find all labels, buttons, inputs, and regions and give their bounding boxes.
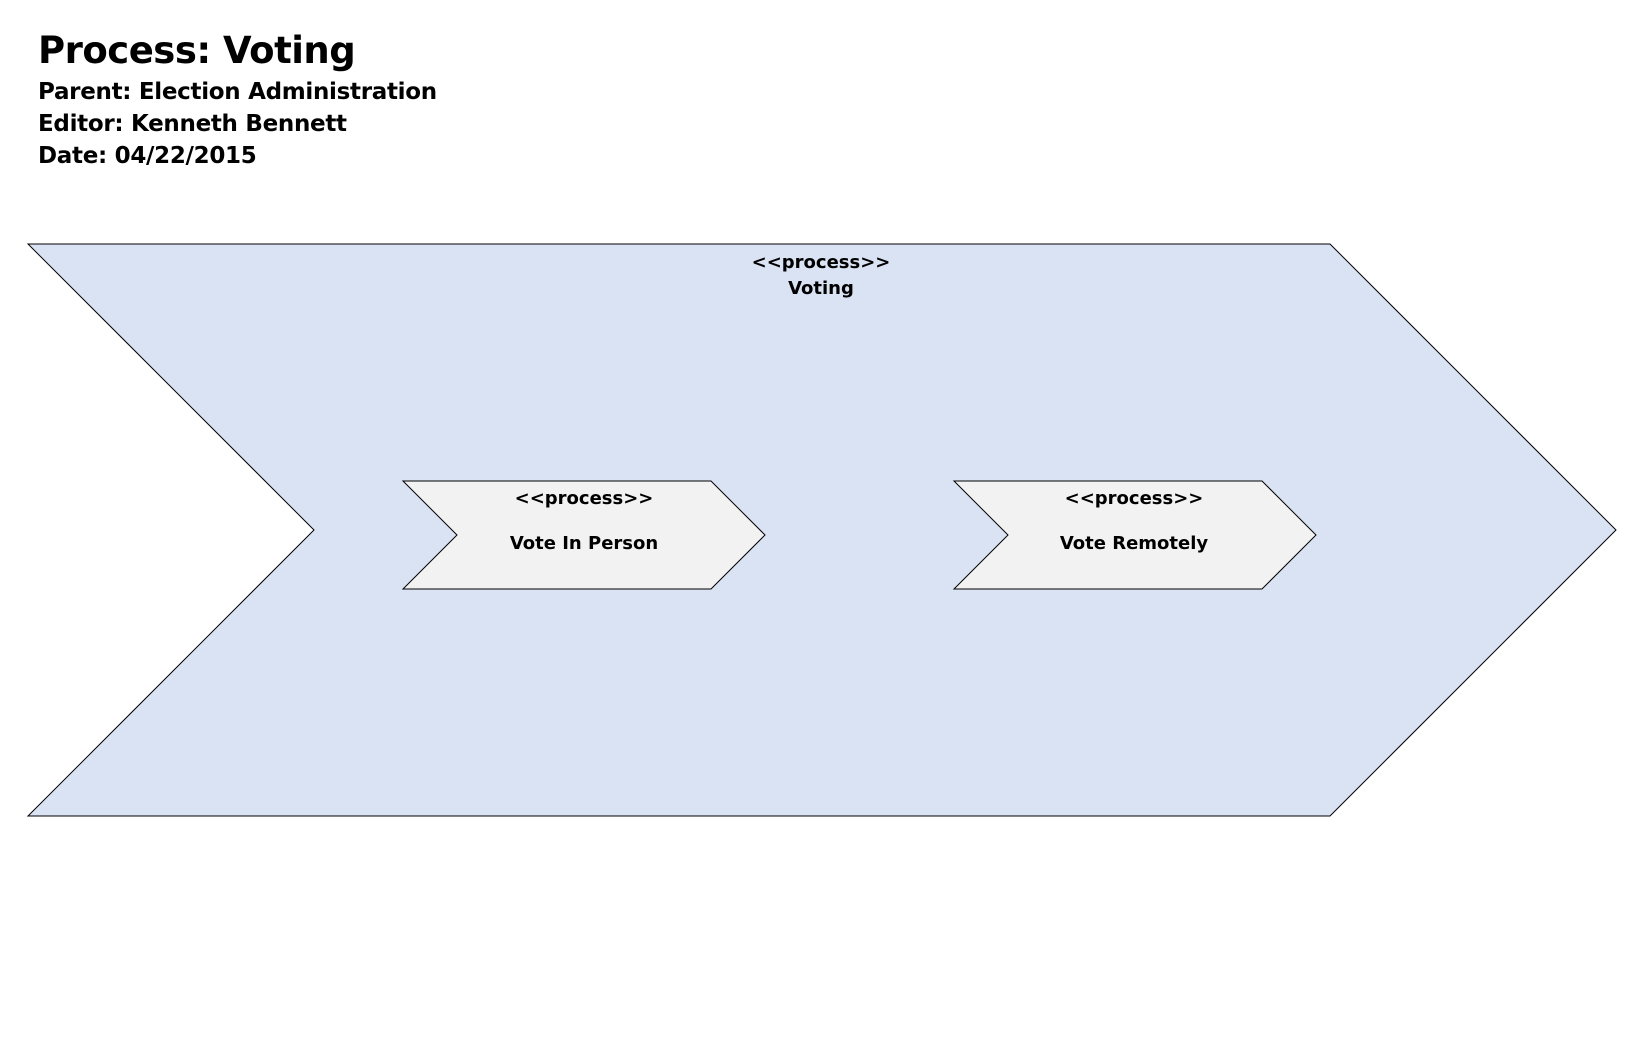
process-voting[interactable]: <<process>> Voting (26, 243, 1617, 817)
page-title: Process: Voting (38, 29, 356, 72)
process-voting-shape (26, 243, 1617, 817)
process-vote-in-person-stereotype: <<process>> (515, 488, 654, 509)
editor-label: Editor: Kenneth Bennett (38, 111, 347, 137)
process-vote-in-person[interactable]: <<process>> Vote In Person (401, 480, 766, 590)
process-vote-remotely-name: Vote Remotely (1060, 533, 1209, 554)
process-vote-remotely-shape (952, 480, 1317, 590)
diagram-header: Process: Voting Parent: Election Adminis… (38, 26, 437, 172)
process-vote-in-person-shape (401, 480, 766, 590)
date-label: Date: 04/22/2015 (38, 143, 257, 169)
process-voting-stereotype: <<process>> (752, 252, 891, 273)
parent-label: Parent: Election Administration (38, 79, 437, 105)
process-voting-name: Voting (788, 278, 854, 299)
process-vote-remotely-stereotype: <<process>> (1065, 488, 1204, 509)
process-vote-in-person-name: Vote In Person (510, 533, 658, 554)
process-vote-remotely[interactable]: <<process>> Vote Remotely (952, 480, 1317, 590)
